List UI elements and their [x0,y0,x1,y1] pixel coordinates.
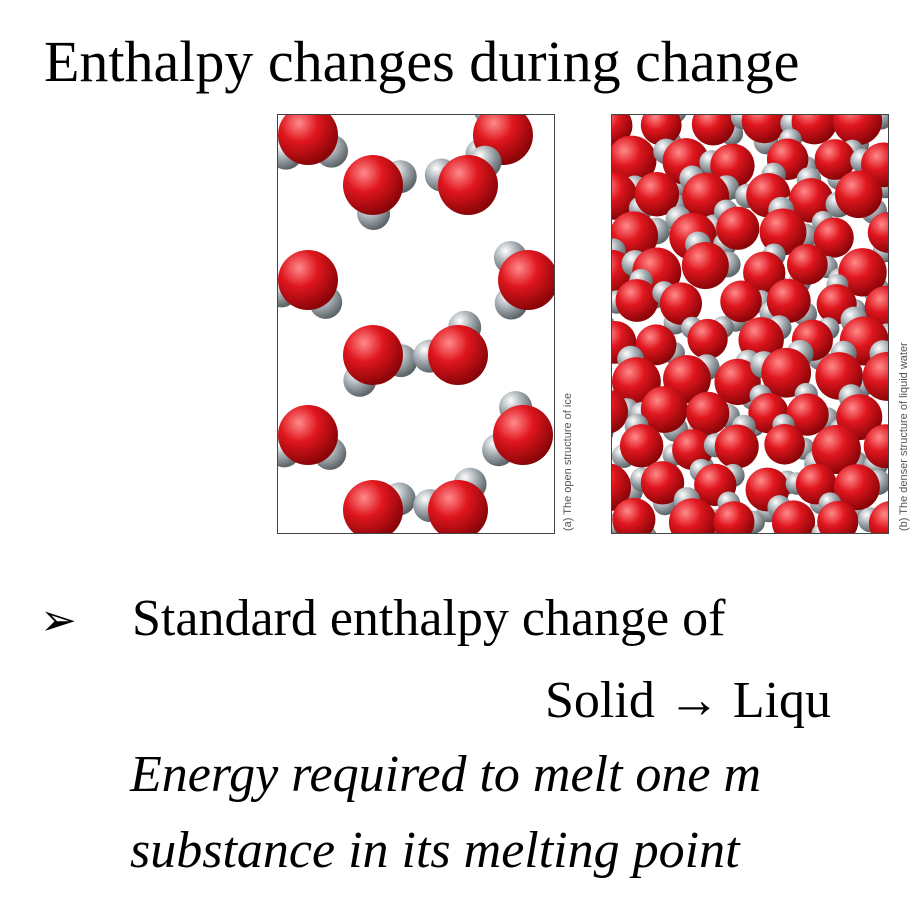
phase-change-equation: Solid → Liqu [545,672,832,729]
ice-caption: (a) The open structure of ice [562,393,574,531]
liquid-water-structure-image [611,114,889,534]
oxygen-atom [278,405,338,465]
oxygen-atom [786,393,829,436]
oxygen-atom [612,390,629,434]
oxygen-atom [741,115,787,144]
oxygen-atom [759,208,807,256]
oxygen-atom [833,464,880,511]
oxygen-atom [278,250,338,310]
oxygen-atom [612,497,656,533]
oxygen-atom [343,155,403,215]
oxygen-atom [615,279,659,322]
oxygen-atom [428,480,488,533]
oxygen-atom [868,501,888,533]
oxygen-atom [714,358,761,406]
oxygen-atom [761,347,812,398]
oxygen-atom [813,217,854,258]
oxygen-atom [720,280,762,323]
ice-molecule-model [278,115,554,533]
oxygen-atom [791,115,838,145]
oxygen-atom [612,463,632,511]
oxygen-atom [634,171,680,217]
oxygen-atom [867,211,888,253]
oxygen-atom [438,155,498,215]
oxygen-atom [640,115,682,146]
oxygen-atom [640,386,688,433]
oxygen-atom [619,424,664,468]
oxygen-atom [686,391,730,435]
oxygen-atom [498,250,554,310]
oxygen-atom [832,115,883,146]
oxygen-atom [716,206,760,250]
oxygen-atom [493,405,553,465]
oxygen-atom [766,278,811,323]
definition-line-1: Energy required to melt one m [130,746,762,803]
bullet-point: ➢ Standard enthalpy change of [40,586,725,654]
oxygen-atom [343,480,403,533]
oxygen-atom [659,282,703,325]
water-molecule-model [612,115,888,533]
oxygen-atom [687,318,728,360]
definition-line-2: substance in its melting point [130,822,740,879]
oxygen-atom [428,325,488,385]
oxygen-atom [811,425,861,475]
oxygen-atom [343,325,403,385]
oxygen-atom [640,461,685,505]
oxygen-atom [838,248,887,297]
oxygen-atom [862,352,888,401]
ice-structure-image [277,114,555,534]
bullet-text: Standard enthalpy change of [132,590,726,647]
oxygen-atom [714,424,759,469]
oxygen-atom [668,498,717,533]
oxygen-atom [681,242,729,290]
slide-title: Enthalpy changes during change [44,29,800,94]
water-caption: (b) The denser structure of liquid water [898,342,910,531]
oxygen-atom [814,139,856,180]
oxygen-atom [771,500,816,533]
oxygen-atom [713,501,755,533]
oxygen-atom [817,501,859,533]
oxygen-atom [863,424,888,469]
oxygen-atom [834,170,883,219]
bullet-arrow-icon: ➢ [40,595,77,646]
oxygen-atom [278,115,338,165]
oxygen-atom [612,135,657,186]
oxygen-atom [691,115,735,146]
oxygen-atom [635,324,677,366]
oxygen-atom [743,251,786,294]
oxygen-atom [786,243,828,285]
oxygen-atom [764,423,805,465]
